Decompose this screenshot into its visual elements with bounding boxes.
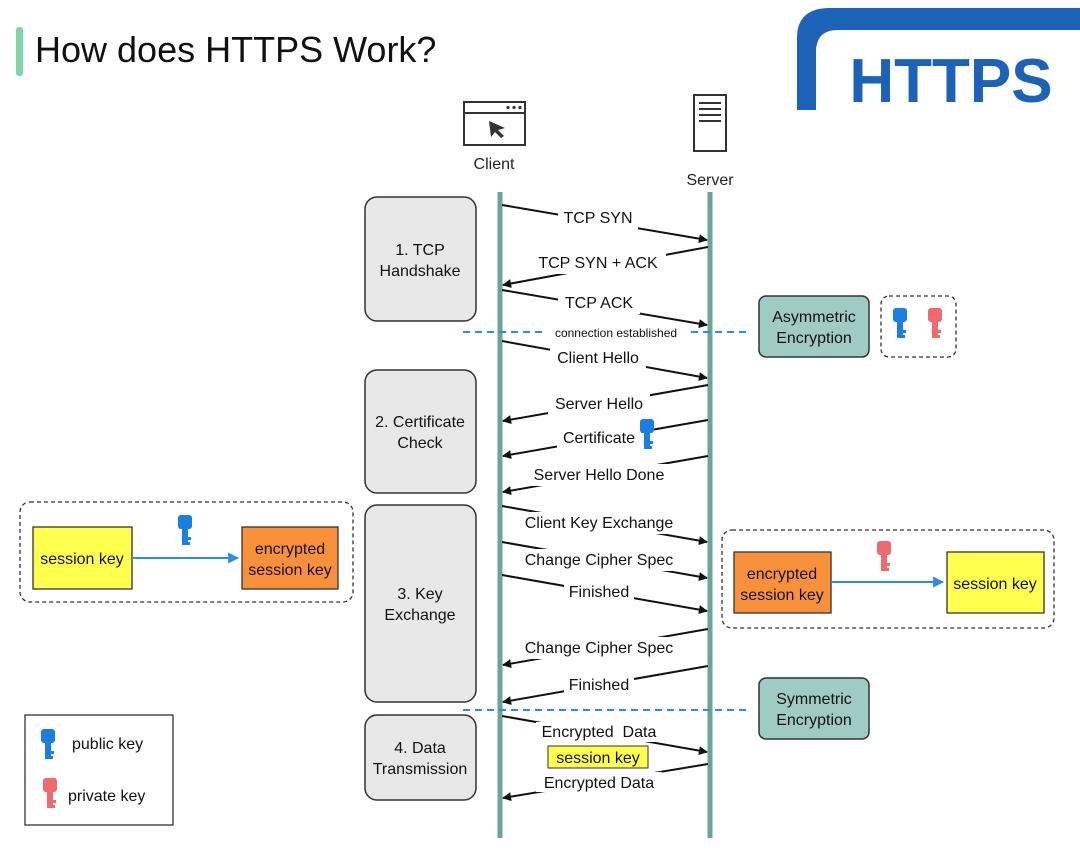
message-client-key-exchange: Client Key Exchange bbox=[501, 505, 708, 546]
message-change-cipher-spec-server: Change Cipher Spec bbox=[502, 628, 709, 669]
phase-label: 4. Data bbox=[394, 740, 446, 757]
phase-box-data-transmission: 4. Data Transmission bbox=[364, 714, 477, 801]
message-finished-client: Finished bbox=[501, 574, 708, 615]
message-tcp-ack: TCP ACK bbox=[501, 289, 708, 329]
data-session-key-label: session key bbox=[556, 750, 640, 767]
client-encryption-group: session key encrypted session key bbox=[19, 501, 354, 603]
message-label: Finished bbox=[569, 677, 629, 694]
phase-label: 2. Certificate bbox=[375, 414, 465, 431]
title-accent-bar bbox=[16, 27, 23, 76]
encrypted-label: session key bbox=[248, 562, 332, 579]
encrypted-label: encrypted bbox=[747, 566, 817, 583]
browser-window-icon bbox=[463, 101, 526, 146]
connection-established-label: connection established bbox=[555, 326, 677, 340]
phase-label: 3. Key bbox=[397, 586, 442, 603]
phase-label: Handshake bbox=[380, 263, 461, 280]
server-icon bbox=[693, 94, 727, 152]
message-finished-server: Finished bbox=[502, 665, 709, 706]
message-label: Client Key Exchange bbox=[525, 515, 674, 532]
client-encrypted-session-key-box bbox=[241, 526, 339, 590]
phase-label: 1. TCP bbox=[395, 242, 445, 259]
message-label: TCP ACK bbox=[565, 295, 634, 312]
phase-box-certificate-check: 2. Certificate Check bbox=[364, 369, 477, 494]
client-label: Client bbox=[474, 156, 515, 173]
message-tcp-syn-ack: TCP SYN + ACK bbox=[502, 246, 709, 288]
message-encrypted-data-server: Encrypted Data bbox=[502, 763, 709, 802]
message-label: TCP SYN + ACK bbox=[538, 255, 658, 272]
asymmetric-label: Encryption bbox=[776, 330, 852, 347]
phase-box-key-exchange: 3. Key Exchange bbox=[364, 504, 477, 703]
data-session-key-badge: session key bbox=[547, 745, 649, 769]
message-label: Client Hello bbox=[557, 350, 639, 367]
client-session-key-label: session key bbox=[40, 551, 124, 568]
server-session-key-label: session key bbox=[953, 576, 1037, 593]
server-session-key-box bbox=[946, 551, 1045, 614]
message-label: Server Hello Done bbox=[534, 467, 665, 484]
message-label: Change Cipher Spec bbox=[525, 552, 674, 569]
encrypted-label: encrypted bbox=[255, 541, 325, 558]
message-label: Finished bbox=[569, 584, 629, 601]
message-change-cipher-spec-client: Change Cipher Spec bbox=[501, 541, 708, 582]
message-label: Change Cipher Spec bbox=[525, 640, 674, 657]
message-encrypted-data-client: Encrypted Data bbox=[501, 715, 708, 756]
phase-label: Check bbox=[397, 435, 443, 452]
symmetric-encryption-box: Symmetric Encryption bbox=[758, 677, 870, 740]
message-server-hello-done: Server Hello Done bbox=[502, 455, 709, 496]
logo-text: HTTPS bbox=[849, 47, 1052, 116]
symmetric-label: Encryption bbox=[776, 712, 852, 729]
asymmetric-key-pair bbox=[880, 295, 957, 358]
message-label: Certificate bbox=[563, 430, 635, 447]
asymmetric-label: Asymmetric bbox=[772, 309, 856, 326]
message-client-hello: Client Hello bbox=[501, 340, 708, 381]
phase-box-tcp-handshake: 1. TCP Handshake bbox=[364, 196, 477, 322]
message-tcp-syn: TCP SYN bbox=[501, 204, 708, 244]
page-title: How does HTTPS Work? bbox=[35, 29, 436, 70]
legend: public key private key bbox=[24, 714, 174, 826]
message-certificate: Certificate bbox=[502, 419, 709, 460]
symmetric-label: Symmetric bbox=[776, 691, 852, 708]
encrypted-label: session key bbox=[740, 587, 824, 604]
public-key-icon bbox=[640, 419, 654, 449]
message-label: Server Hello bbox=[555, 396, 643, 413]
message-label: Encrypted Data bbox=[542, 724, 657, 741]
phase-label: Exchange bbox=[384, 607, 455, 624]
client-session-key-box bbox=[32, 526, 133, 590]
server-label: Server bbox=[686, 172, 734, 189]
https-logo: HTTPS bbox=[797, 8, 1080, 116]
legend-private-key: private key bbox=[68, 788, 145, 805]
server-encrypted-session-key-box bbox=[733, 551, 832, 614]
message-label: TCP SYN bbox=[563, 210, 632, 227]
message-server-hello: Server Hello bbox=[502, 384, 709, 425]
legend-public-key: public key bbox=[72, 736, 143, 753]
asymmetric-encryption-box: Asymmetric Encryption bbox=[758, 295, 870, 358]
phase-label: Transmission bbox=[373, 761, 468, 778]
server-decryption-group: encrypted session key session key bbox=[721, 529, 1055, 629]
logo-frame bbox=[797, 8, 1080, 110]
message-label: Encrypted Data bbox=[544, 775, 654, 792]
